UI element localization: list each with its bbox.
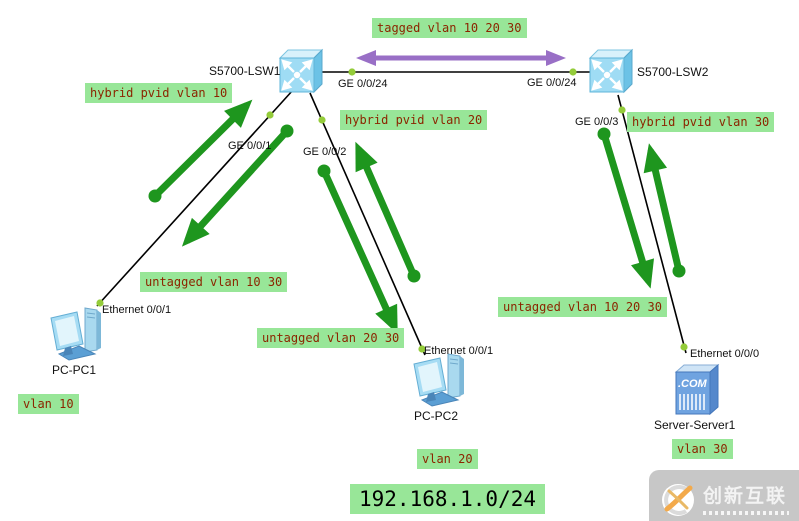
note-untagged-20-30[interactable]: untagged vlan 20 30 xyxy=(257,328,405,348)
link-server-lsw2 xyxy=(617,94,687,354)
port-label-lsw1-ge24: GE 0/0/24 xyxy=(338,78,388,90)
note-vlan-30[interactable]: vlan 30 xyxy=(672,439,733,459)
brand-name: 创新互联 xyxy=(703,485,788,507)
device-pc1[interactable] xyxy=(45,304,105,369)
note-hybrid-pvid-20[interactable]: hybrid pvid vlan 20 xyxy=(340,110,488,130)
server-icon: .COM xyxy=(674,363,720,416)
cables xyxy=(96,71,687,356)
traffic-arrows[interactable] xyxy=(148,99,686,335)
port-label-pc2-eth1: Ethernet 0/0/1 xyxy=(424,345,494,357)
port-label-server-eth0: Ethernet 0/0/0 xyxy=(690,348,760,360)
port-label-lsw1-ge1: GE 0/0/1 xyxy=(228,140,272,152)
device-switch-lsw2[interactable] xyxy=(586,48,634,101)
port-dot xyxy=(618,106,626,114)
link-pc2-lsw1 xyxy=(309,92,426,356)
server-icon-label: .COM xyxy=(678,378,708,390)
arrow-up-pc2-link[interactable] xyxy=(355,141,418,280)
device-label-server1: Server-Server1 xyxy=(654,418,736,432)
note-tagged-trunk[interactable]: tagged vlan 10 20 30 xyxy=(372,18,527,38)
note-untagged-10-20-30[interactable]: untagged vlan 10 20 30 xyxy=(498,297,667,317)
switch-icon xyxy=(588,48,634,94)
port-dot xyxy=(266,111,274,119)
note-untagged-10-30[interactable]: untagged vlan 10 30 xyxy=(140,272,288,292)
arrow-down-server-link[interactable] xyxy=(600,130,655,289)
port-dot xyxy=(680,343,688,351)
watermark: 创新互联 xyxy=(649,470,799,521)
note-subnet[interactable]: 192.168.1.0/24 xyxy=(350,484,546,514)
port-dot xyxy=(348,68,356,76)
port-dot xyxy=(418,345,426,353)
arrow-down-pc2-link[interactable] xyxy=(320,167,398,335)
device-label-lsw1: S5700-LSW1 xyxy=(209,64,281,78)
port-label-lsw1-ge2: GE 0/0/2 xyxy=(303,146,347,158)
device-label-lsw2: S5700-LSW2 xyxy=(637,65,709,79)
port-label-lsw2-ge3: GE 0/0/3 xyxy=(575,116,619,128)
port-dot xyxy=(318,116,326,124)
port-dot xyxy=(569,68,577,76)
note-vlan-20[interactable]: vlan 20 xyxy=(417,449,478,469)
arrow-up-server-link[interactable] xyxy=(643,143,683,275)
device-label-pc1: PC-PC1 xyxy=(52,363,97,377)
note-vlan-10[interactable]: vlan 10 xyxy=(18,394,79,414)
pc-icon xyxy=(50,307,101,361)
device-switch-lsw1[interactable] xyxy=(276,48,324,101)
note-hybrid-pvid-10[interactable]: hybrid pvid vlan 10 xyxy=(85,83,233,103)
device-label-pc2: PC-PC2 xyxy=(414,409,459,423)
arrow-up-pc1-link[interactable] xyxy=(151,99,253,200)
device-pc2[interactable] xyxy=(408,350,468,415)
note-hybrid-pvid-30[interactable]: hybrid pvid vlan 30 xyxy=(627,112,775,132)
brand-logo-icon xyxy=(662,484,694,516)
brand-tagline xyxy=(703,510,789,515)
pc-icon xyxy=(413,353,464,407)
port-dot xyxy=(96,299,104,307)
device-server1[interactable]: .COM xyxy=(672,362,724,422)
port-label-pc1-eth1: Ethernet 0/0/1 xyxy=(102,304,172,316)
port-dots xyxy=(96,68,688,353)
arrow-down-pc1-link[interactable] xyxy=(181,127,291,247)
link-pc1-lsw1 xyxy=(96,89,294,307)
port-label-lsw2-ge24: GE 0/0/24 xyxy=(527,77,577,89)
switch-icon xyxy=(278,48,324,94)
